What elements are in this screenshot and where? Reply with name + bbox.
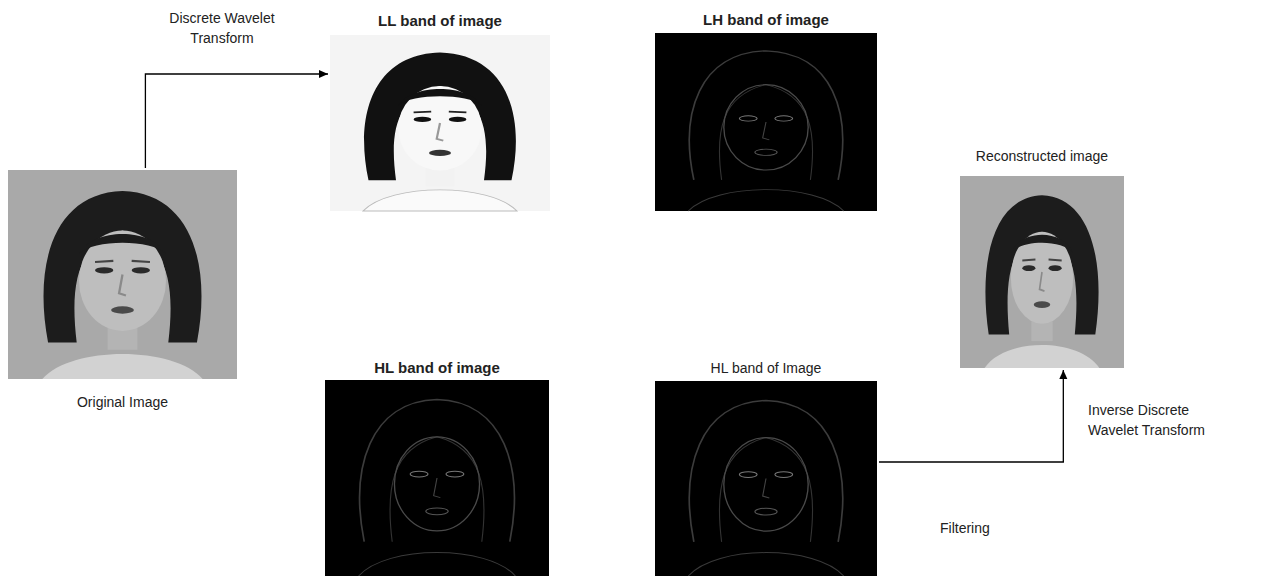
image-caption: LL band of image (376, 11, 504, 30)
original-photo (8, 170, 237, 379)
image-panel: Original Image (8, 170, 237, 420)
step-label: Filtering (940, 518, 990, 538)
band-panel: HL band of image (325, 354, 549, 576)
band-panel: LH band of image (655, 6, 877, 211)
band-panel: LL band of image (330, 6, 550, 211)
image-caption: HL band of Image (709, 359, 824, 377)
caption-area: Reconstructed image (960, 138, 1124, 174)
reconstructed-photo (960, 176, 1124, 368)
image-caption: HL band of image (372, 358, 502, 377)
image-caption: Reconstructed image (974, 147, 1110, 165)
filtered-hl-band-photo (655, 381, 877, 576)
hl-band-photo (325, 380, 549, 576)
caption-area: HL band of Image (655, 354, 877, 381)
ll-band-photo (330, 35, 550, 211)
image-caption: Original Image (75, 393, 170, 411)
caption-area: LH band of image (655, 6, 877, 32)
caption-area: Original Image (8, 384, 237, 420)
band-panel: HL band of Image (655, 354, 877, 576)
transform-label: Discrete Wavelet Transform (152, 8, 292, 48)
process-arrow (145, 74, 328, 168)
caption-area: LL band of image (330, 6, 550, 34)
lh-band-photo (655, 33, 877, 211)
transform-label: Inverse Discrete Wavelet Transform (1088, 400, 1228, 440)
caption-area: HL band of image (325, 354, 549, 380)
image-caption: LH band of image (701, 10, 831, 29)
process-arrow (879, 370, 1063, 462)
image-panel: Reconstructed image (960, 138, 1124, 368)
